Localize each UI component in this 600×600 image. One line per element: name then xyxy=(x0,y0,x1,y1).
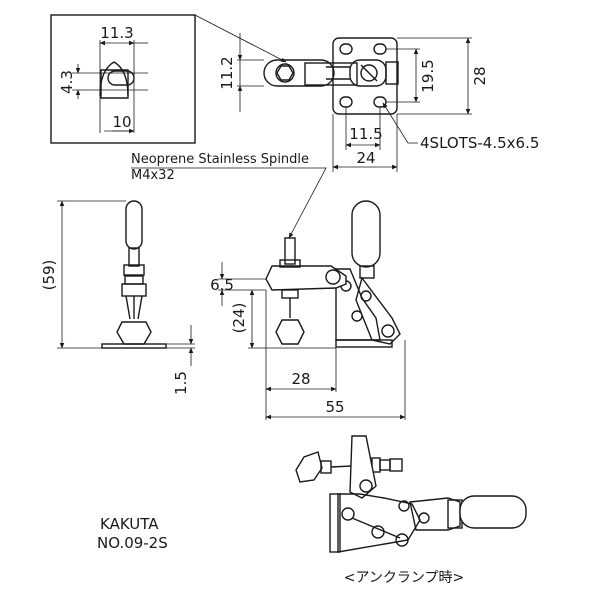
arm-height-label: 6.5 xyxy=(210,276,234,294)
slot-length-label: 10 xyxy=(112,113,131,131)
brand-label: KAKUTA xyxy=(100,515,159,533)
base-height-label: 28 xyxy=(471,66,489,85)
spindle-leader xyxy=(131,167,327,239)
slot-height-label: 4.3 xyxy=(58,70,76,94)
slot-width-label: 11.3 xyxy=(100,24,133,42)
slot-detail xyxy=(50,14,196,144)
overall-height-label: (59) xyxy=(40,260,58,291)
top-height-label: 11.2 xyxy=(218,56,236,89)
side-view xyxy=(57,200,195,366)
base-width-label: 24 xyxy=(356,149,375,167)
reach-label: 28 xyxy=(291,370,310,388)
base-thickness-label: 1.5 xyxy=(172,371,190,395)
view-caption: <アンクランプ時> xyxy=(344,570,464,586)
slots-note: 4SLOTS-4.5x6.5 xyxy=(420,134,539,152)
overall-length-label: 55 xyxy=(325,398,344,416)
spindle-note-line2: M4x32 xyxy=(131,168,175,183)
base-hole-span-label: 11.5 xyxy=(349,125,382,143)
spindle-note-line1: Neoprene Stainless Spindle xyxy=(131,152,309,167)
top-view xyxy=(194,14,472,172)
model-label: NO.09-2S xyxy=(97,534,168,552)
unclamped-view xyxy=(295,435,527,553)
front-view-clamped xyxy=(218,200,406,420)
base-inner-label: 19.5 xyxy=(419,59,437,92)
spindle-height-label: (24) xyxy=(230,303,248,334)
